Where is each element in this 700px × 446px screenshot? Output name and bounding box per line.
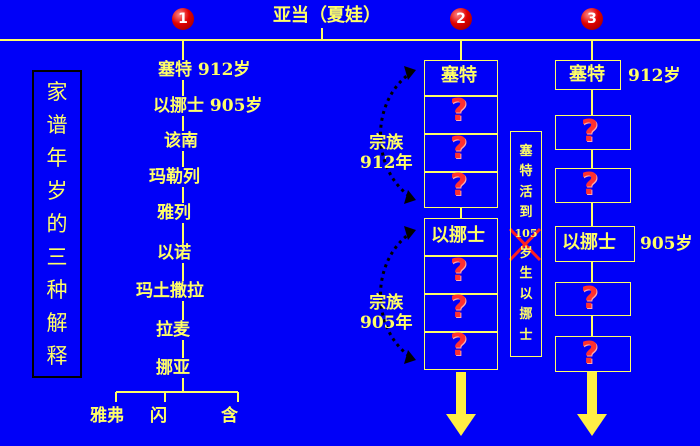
- col2-question-1: ?: [450, 93, 468, 128]
- marker-1: 1: [172, 8, 194, 30]
- clan1-dotted-arrow: [379, 66, 416, 204]
- col3-qbox-4: [555, 336, 631, 372]
- col3-qbox-2: [555, 168, 631, 203]
- col1-gen-kenan: 该南: [164, 131, 198, 151]
- side-title: 家谱年岁的三种解释: [46, 80, 68, 368]
- son-shem: 闪: [150, 406, 167, 426]
- col3-question-3: ?: [581, 281, 599, 316]
- col2-box-enosh: 以挪士: [431, 225, 485, 246]
- col3-qbox-3: [555, 282, 631, 316]
- col1-gen-noah: 挪亚: [156, 358, 190, 378]
- col2-group1: [424, 60, 498, 208]
- marker-2: 2: [450, 8, 472, 30]
- col2-question-4: ?: [450, 253, 468, 288]
- col1-gen-enoch: 以诺: [157, 243, 191, 263]
- col3-enosh-label: 以挪士: [562, 232, 616, 253]
- col3-question-4: ?: [581, 336, 599, 371]
- col3-qbox-1: [555, 115, 631, 150]
- col3-box-seth: [555, 60, 621, 90]
- col1-gen-seth: 塞特 912岁: [158, 60, 251, 80]
- son-japheth: 雅弗: [90, 406, 124, 426]
- clan2-dotted-arrow: [379, 226, 416, 364]
- col2-down-arrow: [446, 372, 476, 436]
- col1-gen-enosh: 以挪士 905岁: [153, 96, 263, 116]
- col3-question-2: ?: [581, 167, 599, 202]
- cross-out-icon: [508, 227, 542, 262]
- col3-enosh-age: 905岁: [640, 234, 693, 254]
- col3-seth-label: 塞特: [569, 64, 605, 85]
- col1-gen-jared: 雅列: [157, 203, 191, 223]
- col2-question-6: ?: [450, 328, 468, 363]
- col1-gen-lamech: 拉麦: [156, 320, 190, 340]
- col1-gen-methuselah: 玛土撒拉: [136, 281, 204, 301]
- col2-question-2: ?: [450, 131, 468, 166]
- top-title: 亚当（夏娃）: [273, 5, 381, 26]
- col2-box-seth: 塞特: [441, 65, 477, 86]
- col2-question-5: ?: [450, 290, 468, 325]
- col3-down-arrow: [577, 372, 607, 436]
- col3-question-1: ?: [581, 114, 599, 149]
- side-title-box: 家谱年岁的三种解释: [32, 70, 82, 378]
- col1-gen-mahalalel: 玛勒列: [149, 167, 200, 187]
- marker-3: 3: [581, 8, 603, 30]
- col3-box-enosh: [555, 226, 635, 262]
- son-ham: 含: [221, 406, 238, 426]
- col3-seth-age: 912岁: [628, 66, 681, 86]
- col2-group2: [424, 218, 498, 370]
- col2-question-3: ?: [450, 168, 468, 203]
